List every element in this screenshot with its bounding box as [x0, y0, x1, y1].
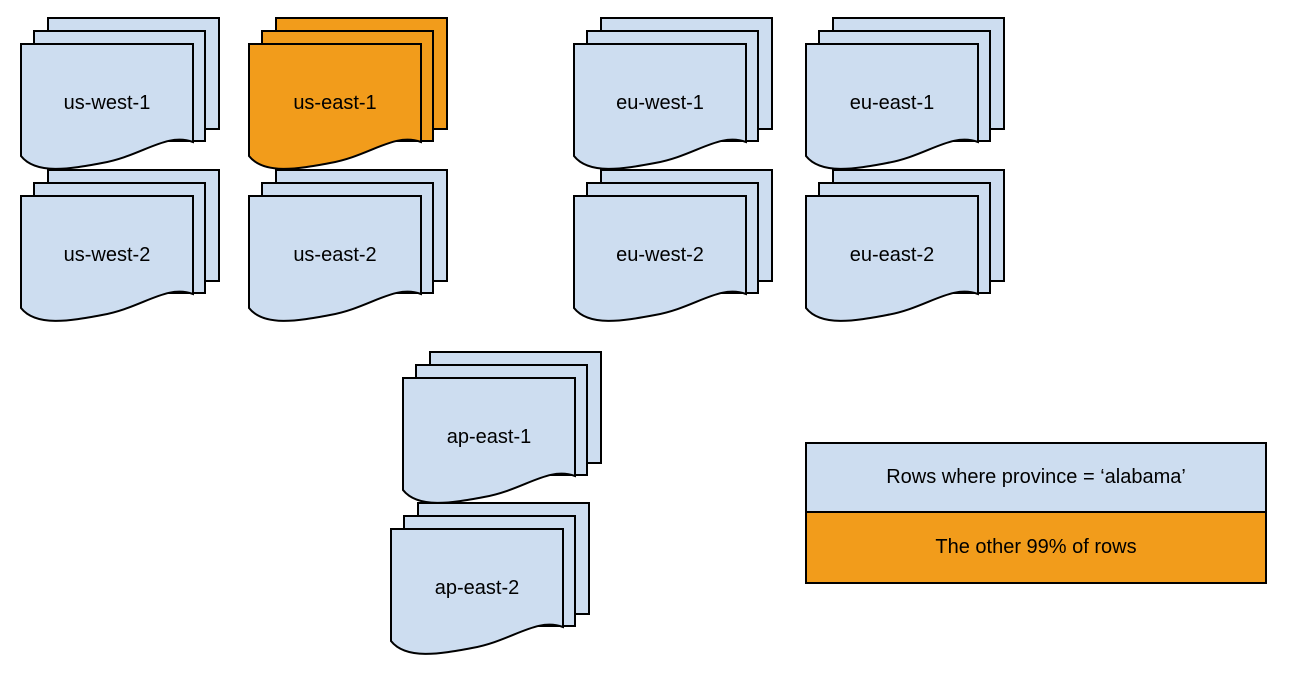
region-label: us-east-1 [293, 91, 377, 114]
document-shape-icon [573, 195, 747, 322]
region-stack-us-west-2: us-west-2 [20, 169, 222, 331]
region-stack-ap-east-1: ap-east-1 [402, 351, 604, 513]
document-shape-icon [805, 43, 979, 170]
region-stack-eu-east-2: eu-east-2 [805, 169, 1007, 331]
region-stack-eu-west-2: eu-west-2 [573, 169, 775, 331]
legend-item-other-rows: The other 99% of rows [807, 513, 1265, 582]
legend: Rows where province = ‘alabama’ The othe… [805, 442, 1267, 584]
document-shape-icon [805, 195, 979, 322]
region-stack-us-east-2: us-east-2 [248, 169, 450, 331]
legend-item-alabama-rows: Rows where province = ‘alabama’ [807, 444, 1265, 513]
region-label: us-west-2 [63, 243, 151, 266]
legend-item-label: The other 99% of rows [935, 536, 1137, 558]
region-stack-eu-west-1: eu-west-1 [573, 17, 775, 179]
document-shape-icon [20, 43, 194, 170]
region-label: eu-west-1 [616, 91, 704, 114]
document-shape-icon [390, 528, 564, 655]
region-stack-ap-east-2: ap-east-2 [390, 502, 592, 664]
region-stack-us-east-1: us-east-1 [248, 17, 450, 179]
document-shape-icon [248, 43, 422, 170]
region-label: eu-west-2 [616, 243, 704, 266]
document-shape-icon [20, 195, 194, 322]
region-label: eu-east-2 [849, 243, 935, 266]
region-label: ap-east-2 [434, 576, 520, 599]
region-label: ap-east-1 [446, 425, 532, 448]
region-stack-us-west-1: us-west-1 [20, 17, 222, 179]
document-shape-icon [573, 43, 747, 170]
region-stack-eu-east-1: eu-east-1 [805, 17, 1007, 179]
region-label: us-east-2 [293, 243, 377, 266]
legend-item-label: Rows where province = ‘alabama’ [886, 466, 1186, 488]
document-shape-icon [402, 377, 576, 504]
document-shape-icon [248, 195, 422, 322]
region-label: eu-east-1 [849, 91, 935, 114]
region-label: us-west-1 [63, 91, 151, 114]
